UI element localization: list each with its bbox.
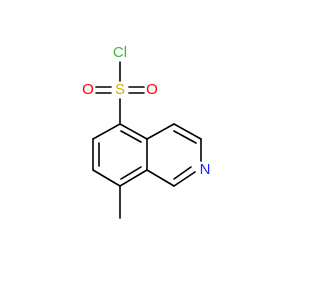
bond-c4a-c4	[146, 123, 175, 140]
bond-c5-c6	[92, 123, 121, 140]
nitrogen-atom-label: N	[200, 161, 211, 178]
bond-c1-c8a	[146, 169, 175, 187]
bond-n-c1-inner	[173, 166, 192, 180]
bond-c8-c8a	[119, 169, 148, 187]
bond-c8-c8a-inner	[120, 166, 142, 180]
bond-c4-c3-inner	[173, 130, 197, 144]
oxygen-right-atom-label: O	[146, 81, 158, 98]
isoquinoline-sulfonyl-chloride-structure: Cl S O O N	[82, 44, 211, 219]
chlorine-atom-label: Cl	[113, 44, 127, 61]
bond-n-c1	[173, 171, 196, 187]
sulfur-atom-label: S	[115, 81, 125, 98]
bond-c4a-c5	[119, 123, 148, 140]
bond-c4a-c5-inner	[120, 130, 142, 143]
bond-c7-c8	[92, 169, 121, 187]
bond-c4-c3	[173, 123, 202, 140]
oxygen-left-atom-label: O	[82, 81, 94, 98]
